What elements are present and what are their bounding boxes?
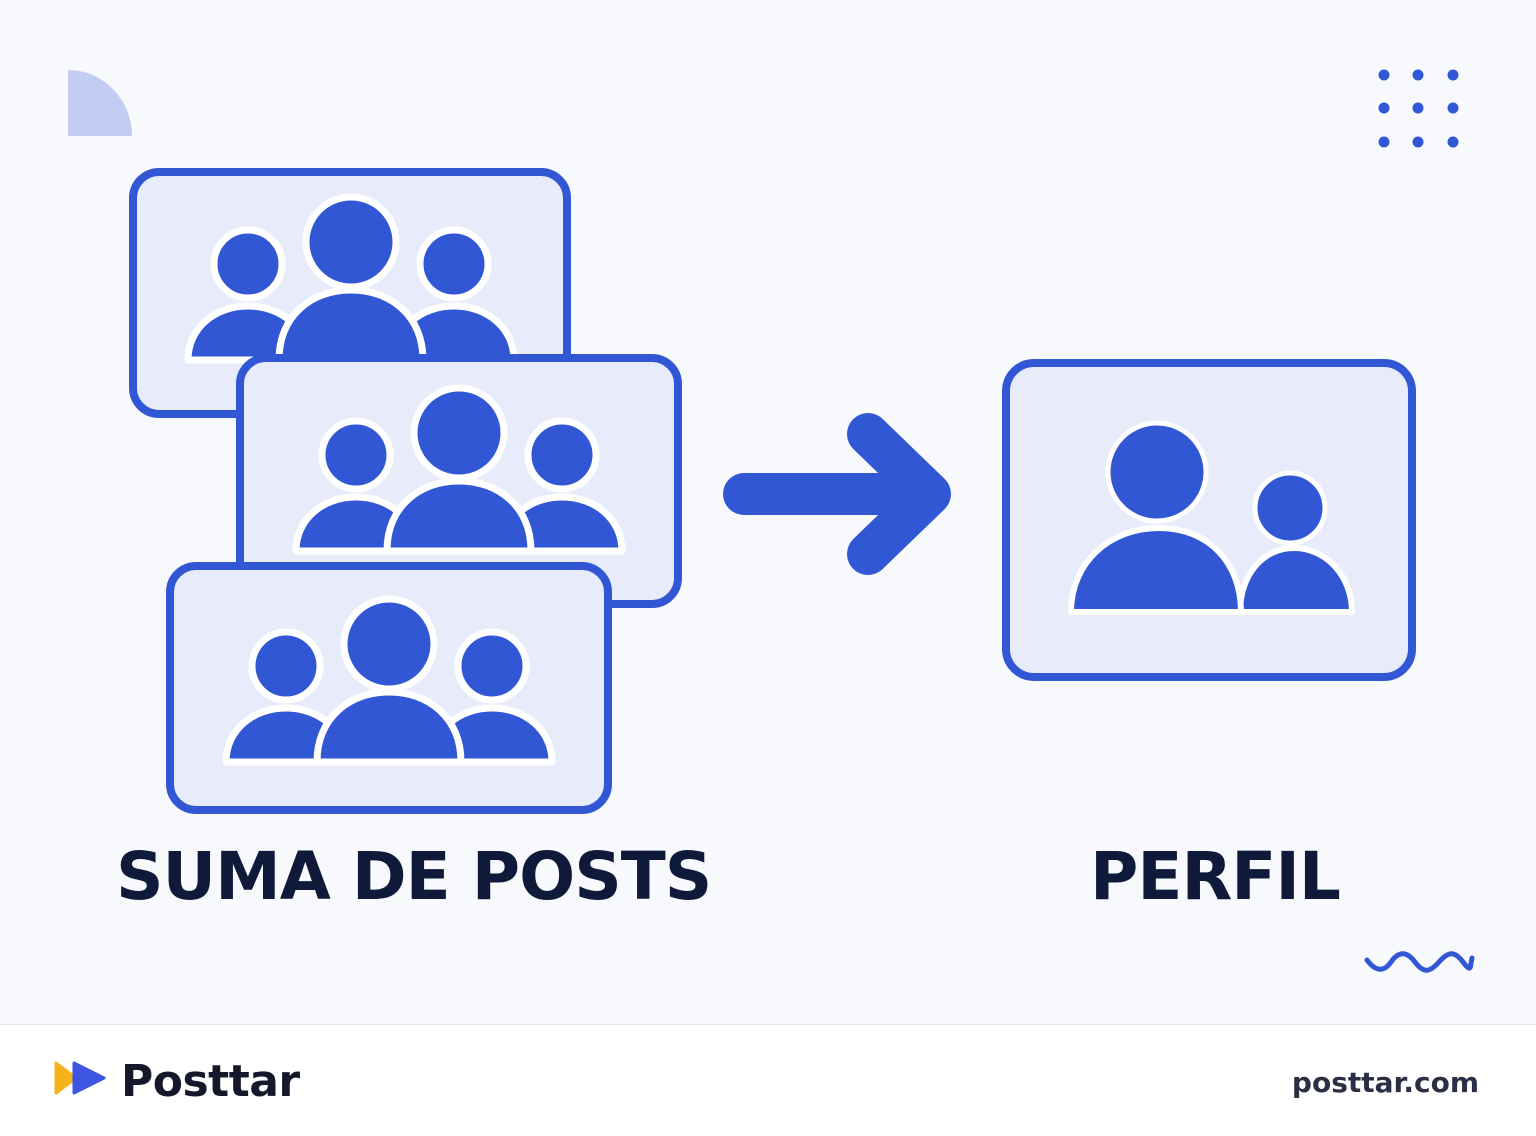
play-logo-icon [54, 1061, 106, 1095]
post-card-3 [166, 562, 612, 814]
footer-bar: Posttar posttar.com [0, 1024, 1536, 1136]
arrow-right-icon [723, 413, 951, 575]
post-stack [129, 168, 682, 814]
left-label: SUMA DE POSTS [116, 838, 712, 915]
decorative-quarter-shape [68, 70, 132, 136]
user-pair-icon [1068, 420, 1355, 615]
brand-name: Posttar [121, 1056, 300, 1107]
profile-card [1002, 359, 1416, 681]
decorative-dot-grid [1378, 69, 1459, 148]
right-label: PERFIL [1090, 838, 1341, 915]
site-url[interactable]: posttar.com [1291, 1066, 1479, 1099]
decorative-wave [1364, 951, 1475, 973]
